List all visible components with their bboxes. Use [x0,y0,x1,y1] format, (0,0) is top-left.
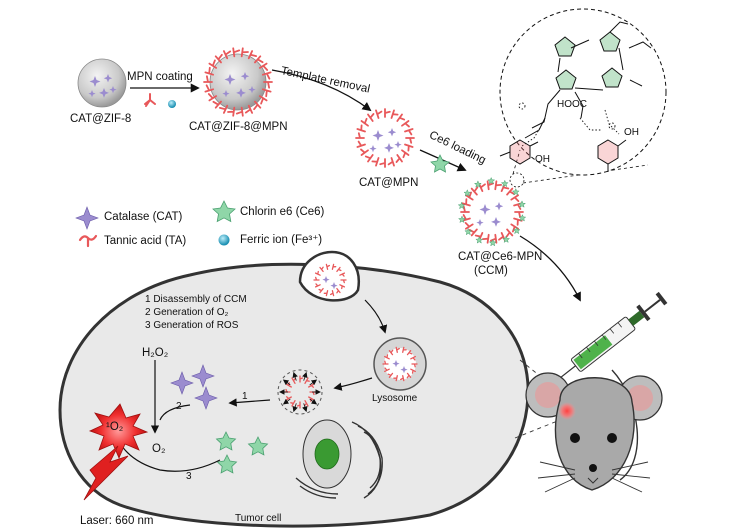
step2-arc [159,404,191,421]
step-3-label: 3 [186,471,192,482]
cat-mpn-label: CAT@MPN [359,177,419,189]
legend-ferric-text: Ferric ion (Fe³⁺) [240,234,323,246]
legend-tannic-acid-text: Tannic acid (TA) [104,235,187,247]
step1-arrow [228,398,271,407]
cat-zif8-mpn-label: CAT@ZIF-8@MPN [189,121,288,133]
cat-zif8-label: CAT@ZIF-8 [70,113,132,125]
cell-nucleus [302,419,352,489]
tannic-acid-icon [78,234,98,248]
cat-zif8-particle [77,58,127,108]
mouse-illustration [525,369,663,493]
cat-mpn-particle [355,108,415,168]
tumor-spot [558,402,576,420]
singlet-o2-label: ¹O₂ [106,421,124,433]
cell-to-mouse-line-2 [514,419,561,439]
mpn-coating-label: MPN coating [127,71,193,83]
tumor-cell-label: Tumor cell [235,513,282,524]
molecular-structure-zoom [499,8,667,176]
catalase-icon [75,206,99,230]
tannic-acid-molecule-small [144,93,156,107]
tumor-cell-membrane [58,262,530,528]
ce6-star-small [430,154,450,173]
lysosome-to-disassembly-arrow [333,377,373,391]
legend-ce6-text: Chlorin e6 (Ce6) [240,206,325,218]
o2-label: O₂ [152,443,166,455]
golgi-apparatus [295,421,383,499]
laser-label: Laser: 660 nm [80,515,154,527]
ferric-ion-small [168,100,176,108]
laser-bolt-icon [83,445,129,501]
lysosome-label: Lysosome [372,393,418,404]
lysosome [373,337,427,391]
step3-arrow [117,438,221,472]
oh-label-2: OH [624,127,639,138]
cooh-label: HOOC [557,99,587,110]
cat-ce6-mpn-label: CAT@Ce6-MPN [458,251,543,263]
ccm-in-vesicle [313,263,347,297]
mechanism-step-2: 2 Generation of O₂ [145,307,229,318]
catalase-in-cell [170,364,218,410]
singlet-oxygen-burst [88,403,149,460]
mechanism-step-3: 3 Generation of ROS [145,320,239,331]
ce6-in-cell [215,431,269,474]
oh-label-1: OH [535,154,550,165]
chlorin-e6-icon [212,200,236,223]
ccm-label: (CCM) [474,265,508,277]
ccm-to-injection-arrow [519,235,581,302]
mechanism-step-1: 1 Disassembly of CCM [145,294,247,305]
ferric-ion-icon [218,234,230,246]
h2o2-label: H₂O₂ [142,347,169,359]
endocytosis-arrow [364,299,388,334]
disassembled-ccm [277,369,323,415]
cat-zif8-mpn-particle [203,47,273,117]
step-2-label: 2 [176,401,182,412]
syringe-icon [555,291,668,382]
template-removal-arrow [271,69,372,112]
ccm-particle [457,172,527,247]
legend-catalase-text: Catalase (CAT) [104,211,183,223]
step-1-label: 1 [242,391,248,402]
